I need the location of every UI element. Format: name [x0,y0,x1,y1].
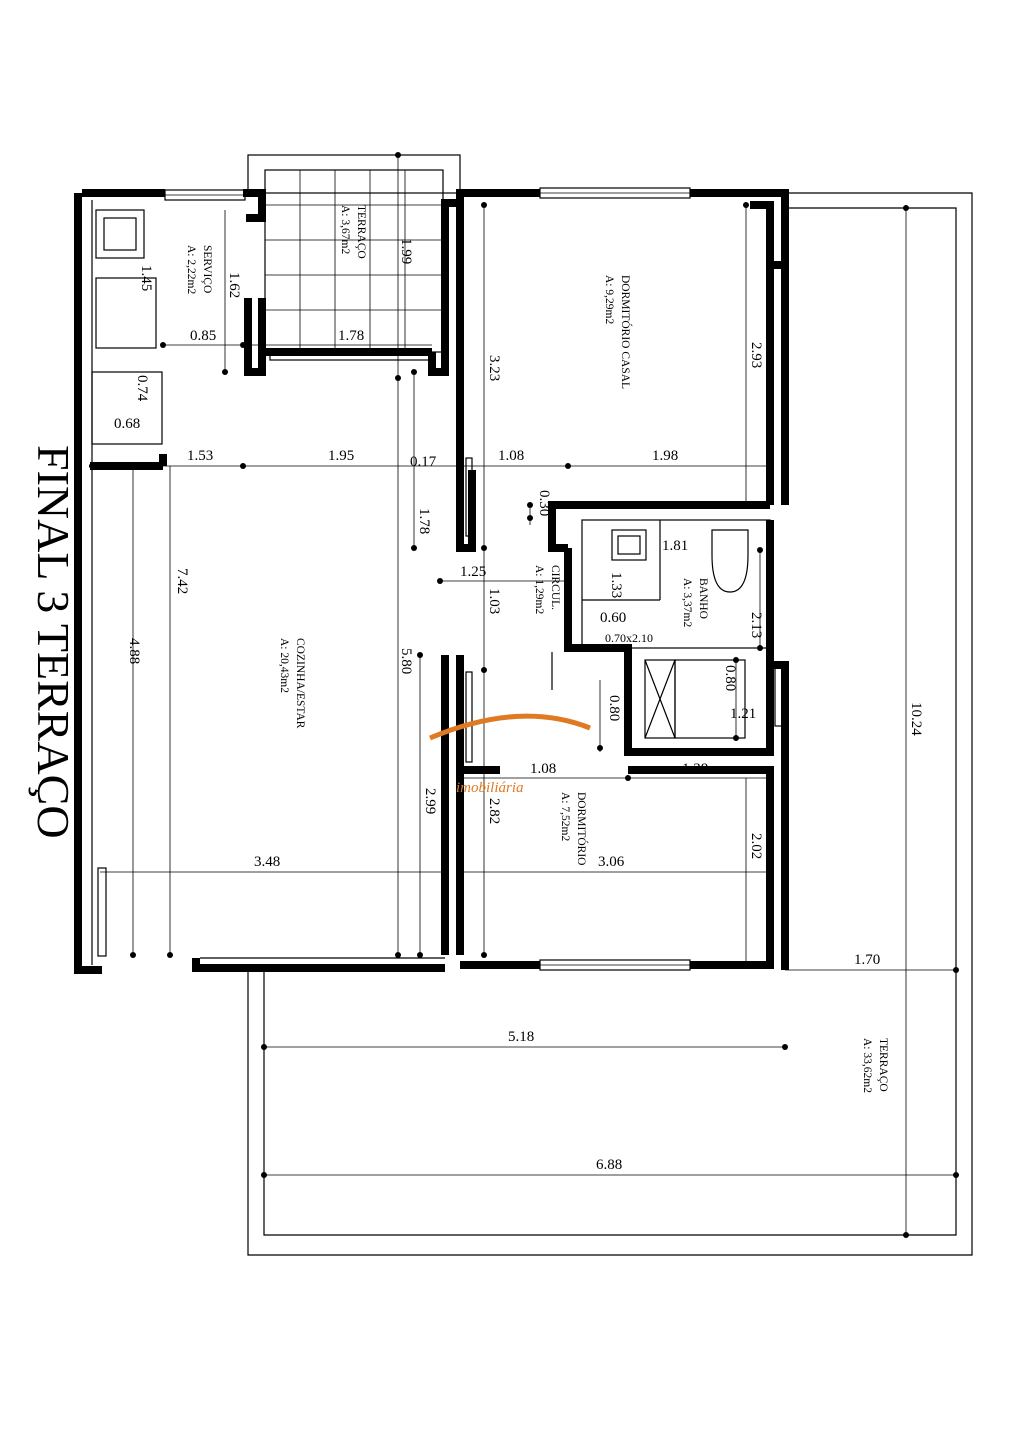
watermark-text: imobiliária [456,780,524,796]
room-cozinha-estar-name: COZINHA/ESTAR [294,638,306,729]
room-dormitorio-area: A: 7,52m2 [559,792,571,841]
room-terraco-small-area: A: 3,67m2 [339,205,351,254]
room-dormitorio-name: DORMITÓRIO [575,792,589,865]
room-terraco-small-name: TERRAÇO [355,205,367,259]
dim-label: 6.88 [596,1157,622,1173]
terrace-tiles [247,154,461,353]
watermark-arc [429,713,591,741]
dim-label: 0.80 [606,695,622,721]
dim-label: 0.17 [410,454,437,470]
dim-label: 1.78 [416,508,432,534]
dim-label: 1.99 [398,238,414,264]
room-banho-name: BANHO [697,578,709,619]
dim-label: 3.48 [254,854,280,870]
room-cozinha-estar-area: A: 20,43m2 [278,638,290,693]
dim-label: 1.21 [730,706,756,722]
dim-label: 5.80 [398,648,414,674]
room-terraco-large-area: A: 33,62m2 [861,1038,873,1093]
dim-label: 1.53 [187,448,213,464]
room-labels: SERVIÇO A: 2,22m2 TERRAÇO A: 3,67m2 DORM… [185,205,889,1093]
room-circul-name: CIRCUL. [549,565,561,610]
dim-label: 0.60 [600,610,626,626]
dim-label: 0.70x2.10 [605,631,653,645]
dim-label: 5.18 [508,1029,534,1045]
room-servico-name: SERVIÇO [201,245,213,293]
dim-label: 2.93 [748,342,764,368]
room-dormitorio-casal-name: DORMITÓRIO CASAL [619,275,633,389]
dim-label: 1.78 [338,328,364,344]
dim-label: 1.33 [608,572,624,598]
room-banho-area: A: 3,37m2 [681,578,693,627]
dim-label: 1.08 [498,448,524,464]
dimension-dots [89,152,959,1238]
dimension-lines [92,155,956,1235]
dim-label: 1.03 [486,588,502,614]
dim-label: 0.80 [722,665,738,691]
dim-label: 2.82 [486,798,502,824]
dim-label: 10.24 [908,702,924,736]
dim-label: 3.06 [598,854,625,870]
dim-label: 0.68 [114,416,140,432]
room-dormitorio-casal-area: A: 9,29m2 [603,275,615,324]
dim-label: 1.95 [328,448,354,464]
dim-label: 1.08 [530,761,556,777]
dim-label: 0.85 [190,328,216,344]
dim-label: 3.23 [486,355,502,381]
large-terrace [247,192,973,1256]
dim-label: 4.88 [126,638,142,664]
dim-label: 1.98 [652,448,678,464]
dim-label: 2.99 [422,788,438,814]
room-servico-area: A: 2,22m2 [185,245,197,294]
plan-title: FINAL 3 TERRAÇO [28,445,79,839]
dim-label: 1.25 [460,564,486,580]
dim-label: 2.13 [748,612,764,638]
dim-label: 1.62 [226,272,242,298]
dim-label: 2.02 [748,833,764,859]
dim-label: 1.45 [138,265,154,291]
dim-label: 1.81 [662,538,688,554]
dimension-labels: 1.45 1.62 1.99 2.93 0.85 1.78 3.23 0.74 … [114,238,924,1173]
room-circul-area: A: 1,29m2 [533,565,545,614]
dim-label: 0.30 [536,490,552,516]
dim-label: 1.70 [854,952,880,968]
dim-label: 7.42 [174,568,190,594]
service-fixtures [95,209,749,593]
dim-label: 0.74 [134,375,150,402]
room-terraco-large-name: TERRAÇO [877,1038,889,1092]
windows [164,187,788,971]
dim-label: 1.38 [682,761,708,777]
